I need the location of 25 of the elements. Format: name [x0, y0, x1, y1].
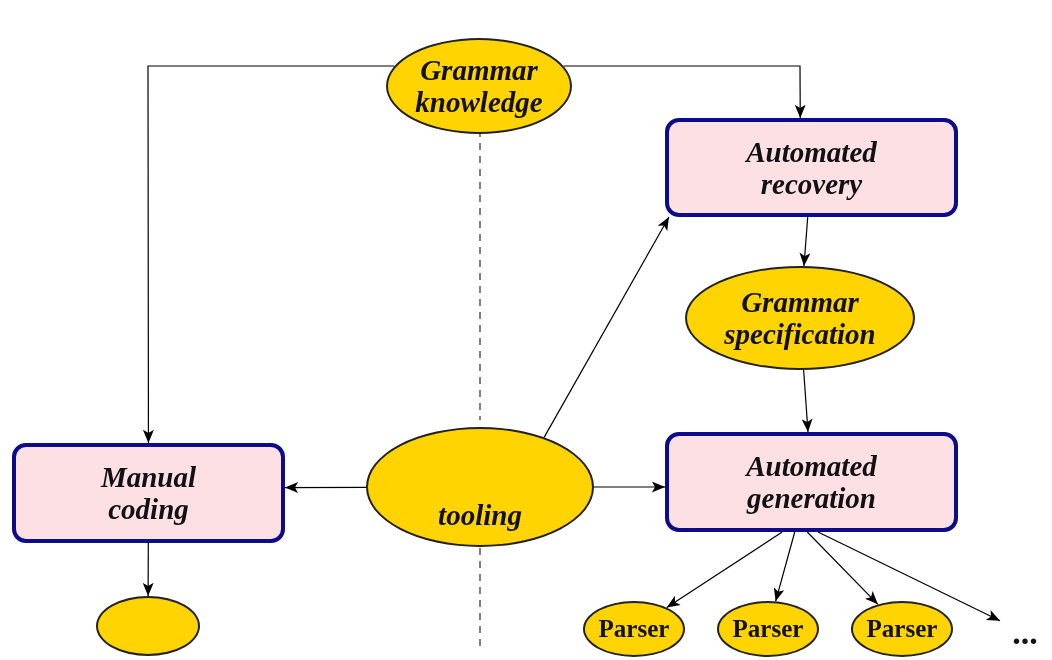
node-label: Parser — [866, 614, 938, 644]
node-label: Automated generation — [744, 450, 878, 514]
arrow — [666, 531, 783, 609]
arrow — [799, 216, 811, 267]
arrow — [142, 65, 396, 444]
arrow — [543, 216, 670, 438]
arrow — [284, 482, 367, 494]
arrow — [817, 531, 1001, 622]
node-label: Parser — [598, 614, 670, 644]
arrow — [801, 369, 813, 433]
node-label: Grammar specification — [723, 286, 877, 350]
process-box — [665, 118, 958, 217]
node-label: Parser — [732, 614, 804, 644]
arrow — [142, 542, 154, 597]
arrow — [593, 481, 666, 493]
node-label: Manual coding — [99, 461, 198, 525]
node-label: tooling — [438, 499, 522, 531]
arrow — [773, 531, 796, 602]
process-box — [665, 432, 958, 532]
node-label: Grammar knowledge — [414, 54, 544, 118]
arrow — [562, 65, 806, 119]
process-box — [12, 443, 285, 543]
node-label: Automated recovery — [744, 135, 878, 200]
arrow — [806, 531, 879, 605]
ellipsis-text: ... — [1012, 617, 1038, 649]
